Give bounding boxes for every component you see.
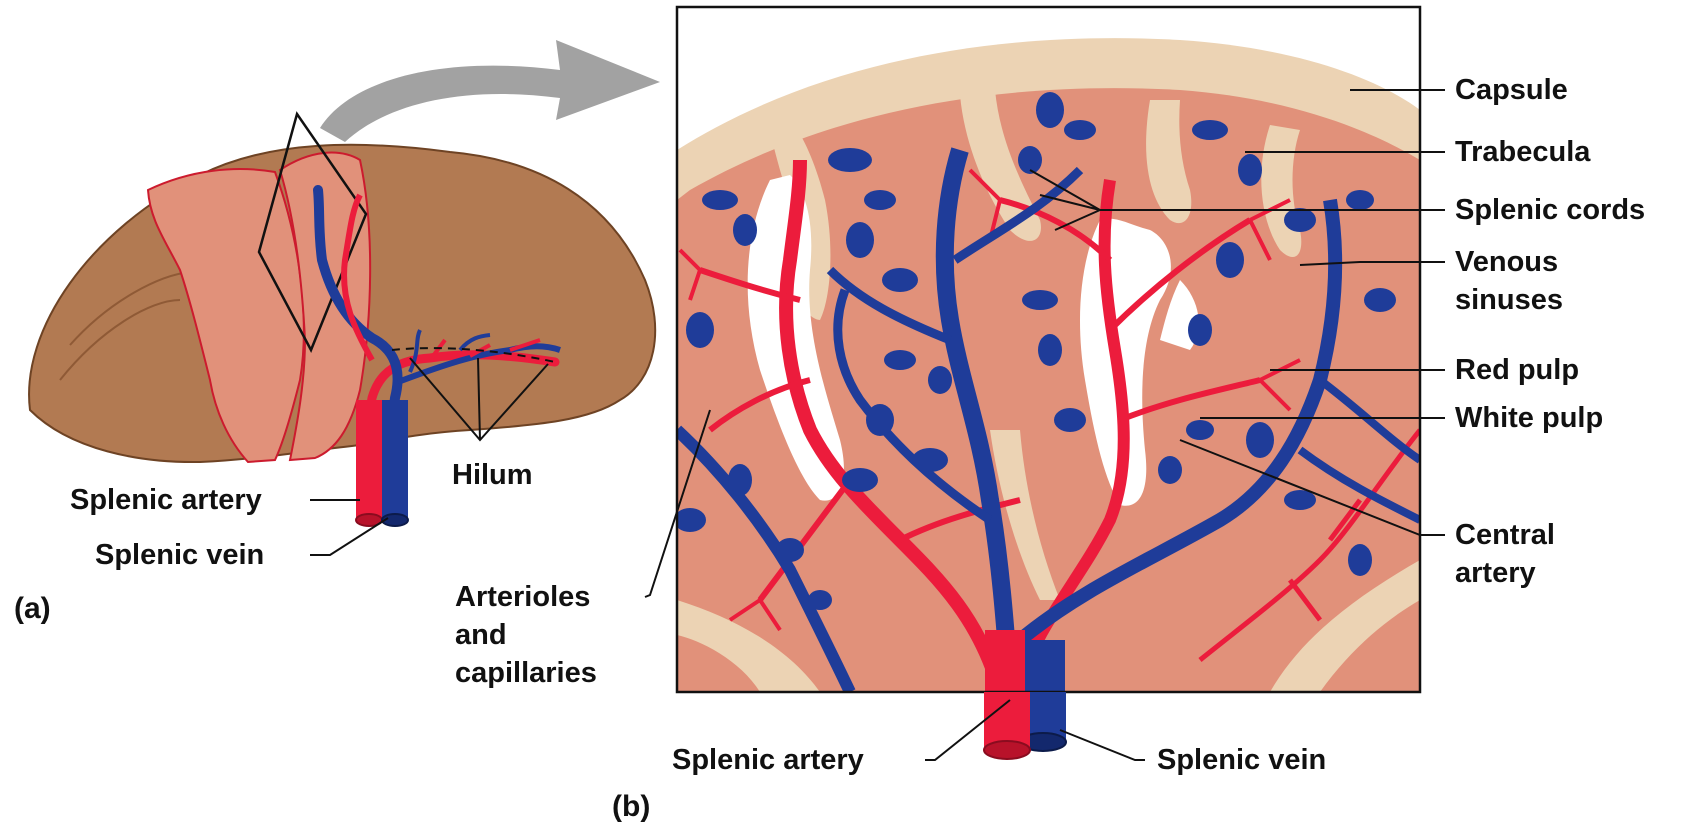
label-white-pulp: White pulp (1455, 401, 1603, 435)
spleen-section-illustration (674, 7, 1420, 700)
label-venous-sinuses-line1: Venous (1455, 245, 1558, 279)
panel-b-tag: (b) (612, 790, 650, 824)
splenic-vessel-stems (984, 692, 1066, 759)
label-arterioles-line2: and (455, 618, 507, 652)
label-splenic-artery-b: Splenic artery (672, 743, 864, 777)
zoom-arrow-icon (320, 40, 660, 142)
label-venous-sinuses-line2: sinuses (1455, 283, 1563, 317)
label-splenic-vein-a: Splenic vein (95, 538, 264, 572)
label-arterioles-line3: capillaries (455, 656, 597, 690)
label-red-pulp: Red pulp (1455, 353, 1579, 387)
label-arterioles-line1: Arterioles (455, 580, 590, 614)
panel-a-tag: (a) (14, 592, 51, 626)
label-central-artery-line2: artery (1455, 556, 1536, 590)
label-hilum: Hilum (452, 458, 533, 492)
label-capsule: Capsule (1455, 73, 1568, 107)
label-central-artery-line1: Central (1455, 518, 1555, 552)
label-splenic-cords: Splenic cords (1455, 193, 1645, 227)
label-splenic-vein-b: Splenic vein (1157, 743, 1326, 777)
label-splenic-artery-a: Splenic artery (70, 483, 262, 517)
spleen-illustration (29, 114, 655, 526)
label-trabecula: Trabecula (1455, 135, 1590, 169)
